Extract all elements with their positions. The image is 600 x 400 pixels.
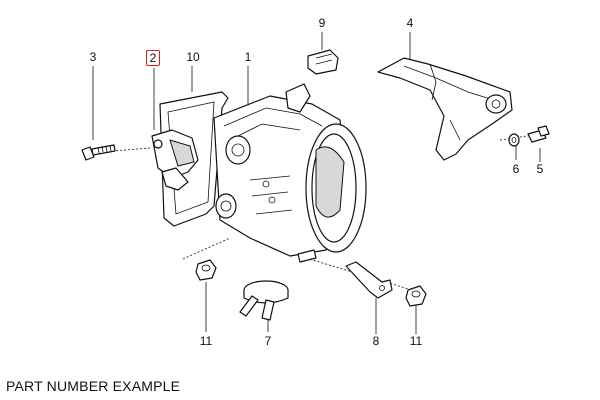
callout-8: 8 <box>372 334 380 348</box>
washer-part-6 <box>508 133 520 147</box>
callout-7: 7 <box>264 334 272 348</box>
callout-3: 3 <box>89 50 97 64</box>
callout-10: 10 <box>186 50 200 64</box>
throttle-sensor-part-2 <box>151 129 199 191</box>
bracket-part-4 <box>377 57 513 161</box>
throttle-body-part-1 <box>213 83 367 257</box>
bracket-part-8 <box>345 261 393 299</box>
callout-2-highlighted: 2 <box>146 50 160 66</box>
callout-4: 4 <box>406 16 414 30</box>
callout-5: 5 <box>536 162 544 176</box>
caption-text: PART NUMBER EXAMPLE <box>6 378 181 394</box>
clip-part-9 <box>307 49 339 75</box>
stud <box>297 249 317 263</box>
plug-part-7 <box>239 280 289 321</box>
callout-11-left: 11 <box>199 334 213 348</box>
nut-part-11-right <box>405 285 427 307</box>
callout-6: 6 <box>512 162 520 176</box>
callout-1: 1 <box>244 50 252 64</box>
callout-9: 9 <box>318 16 326 30</box>
leader-lines <box>92 32 541 334</box>
bolt-part-5 <box>527 125 550 143</box>
nut-part-11-left <box>195 259 217 281</box>
callout-11-right: 11 <box>409 334 423 348</box>
bolt-part-3 <box>81 144 116 161</box>
